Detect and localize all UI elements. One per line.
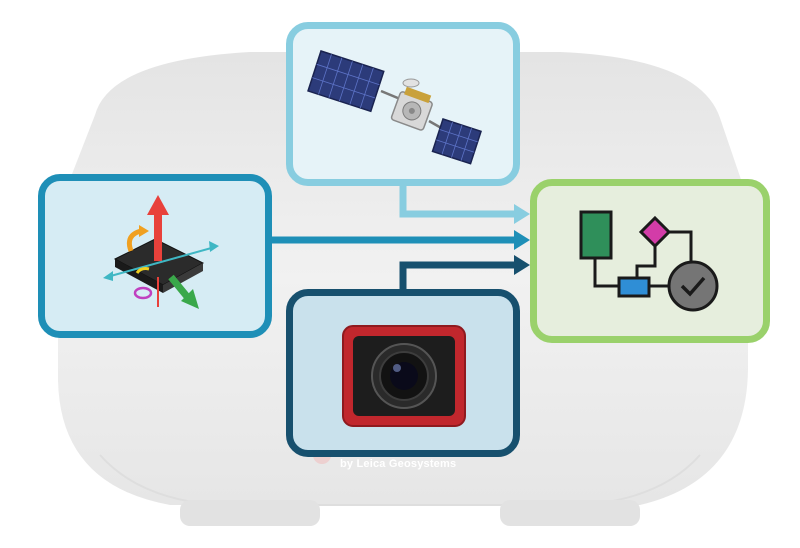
camera-sensor-box	[286, 289, 520, 457]
satellite-icon	[307, 50, 482, 165]
camera-lens-icon	[342, 325, 466, 427]
brand-caption: by Leica Geosystems	[340, 458, 457, 470]
gnss-satellite-box	[286, 22, 520, 186]
flowchart-check-icon	[579, 210, 719, 312]
processing-output-box	[530, 179, 770, 343]
imu-axes-icon	[103, 195, 219, 309]
imu-sensor-box	[38, 174, 272, 338]
